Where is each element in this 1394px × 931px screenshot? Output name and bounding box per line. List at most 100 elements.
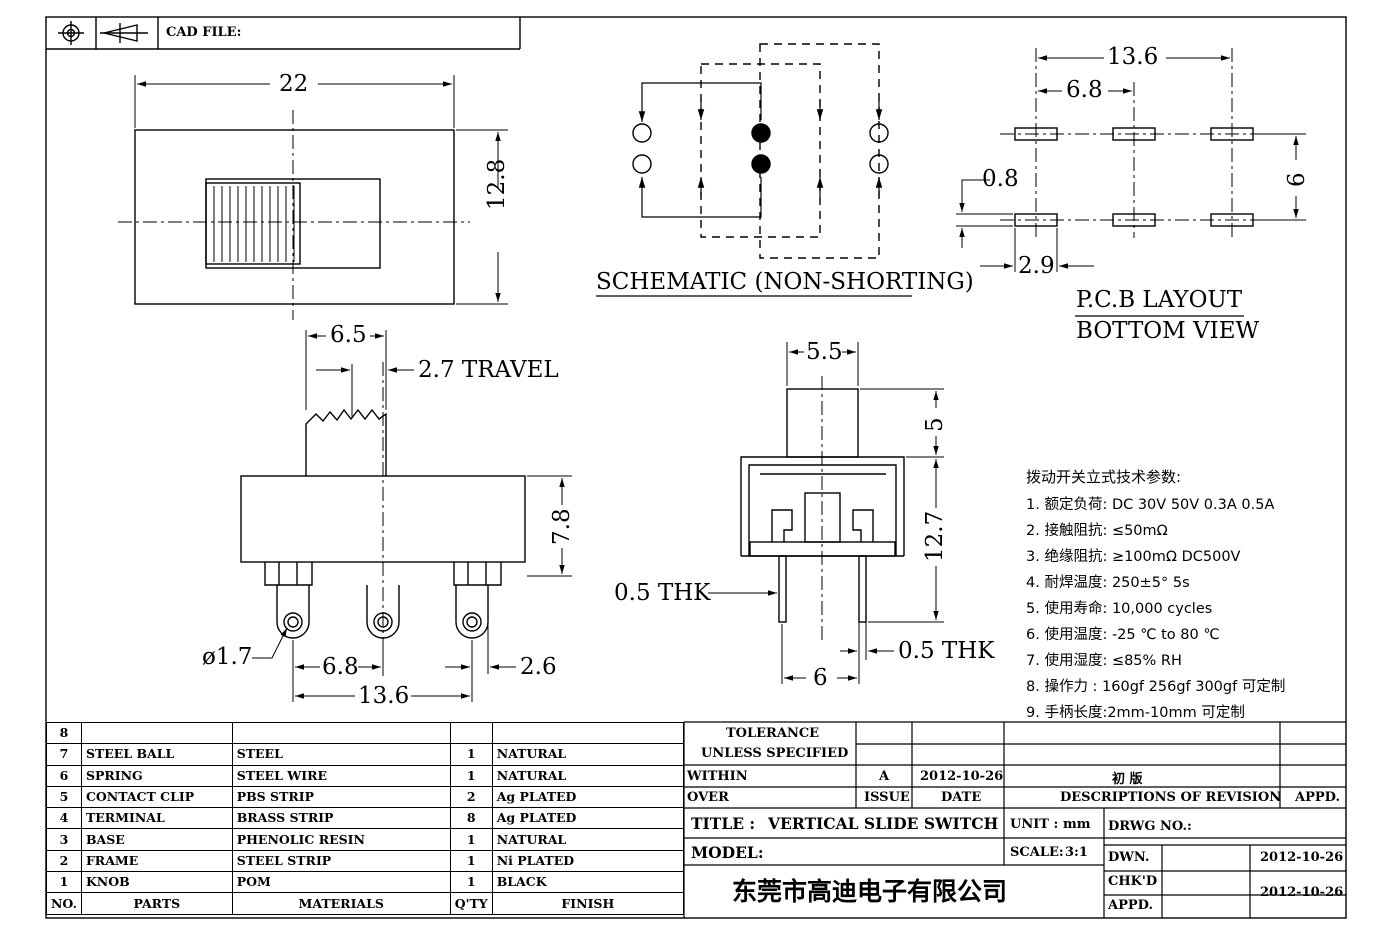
spec-item: 6. 使用温度: -25 ℃ to 80 ℃ — [1026, 627, 1220, 643]
bom-material — [231, 721, 451, 745]
bom-qty: 1 — [449, 849, 493, 873]
bom-no: 8 — [46, 721, 82, 745]
projection-symbol-icon — [58, 21, 148, 45]
contact-open — [869, 154, 889, 174]
pcb-dim-pad-height: 0.8 — [982, 166, 1019, 192]
bom-qty: 1 — [449, 871, 493, 894]
contact-open — [632, 123, 652, 143]
bom-finish: Ni PLATED — [491, 849, 685, 873]
dim-body-height: 7.8 — [549, 508, 575, 545]
sheet-border — [45, 16, 1347, 919]
title-value: VERTICAL SLIDE SWITCH — [768, 814, 999, 833]
bom-no: 6 — [46, 764, 82, 787]
dim-side-knob-height: 5 — [922, 417, 948, 432]
bom-part — [80, 721, 233, 745]
dim-pin-spacing: 6 — [813, 665, 828, 691]
spec-item: 2. 接触阻抗: ≤50mΩ — [1026, 523, 1168, 539]
pcb-title-line1: P.C.B LAYOUT — [1076, 287, 1243, 313]
bom-material: POM — [231, 871, 451, 894]
col-date: DATE — [941, 790, 982, 805]
bom-finish: NATURAL — [491, 764, 685, 787]
within-label: WITHIN — [687, 769, 748, 784]
col-issue: ISSUE — [864, 790, 910, 805]
bom-no: 3 — [46, 828, 82, 851]
pcb-dim-row: 6 — [1284, 172, 1310, 187]
bom-header-finish: FINISH — [491, 892, 685, 915]
bom-part: SPRING — [80, 764, 233, 787]
dim-side-knob-width: 5.5 — [806, 339, 843, 365]
bom-material: STEEL STRIP — [231, 849, 451, 873]
dim-width-22: 22 — [279, 71, 309, 97]
specs-title: 拨动开关立式技术参数: — [1026, 468, 1182, 486]
spec-item: 7. 使用湿度: ≤85% RH — [1026, 653, 1182, 669]
bom-part: CONTACT CLIP — [80, 785, 233, 809]
dim-thickness-left: 0.5 THK — [614, 580, 711, 606]
contact-open — [869, 123, 889, 143]
bom-no: 5 — [46, 785, 82, 809]
tolerance-label: TOLERANCE — [726, 726, 820, 741]
bom-part: KNOB — [80, 871, 233, 894]
dim-height-12-8: 12.8 — [484, 158, 510, 210]
spec-item: 8. 操作力 : 160gf 256gf 300gf 可定制 — [1026, 679, 1286, 695]
bom-no: 4 — [46, 807, 82, 830]
bom-finish: NATURAL — [491, 828, 685, 851]
dim-hole-diameter: ø1.7 — [202, 644, 253, 670]
bom-part: TERMINAL — [80, 807, 233, 830]
revision-date: 2012-10-26 — [920, 769, 1004, 784]
bom-header-material: MATERIALS — [231, 892, 451, 915]
drawn-date: 2012-10-26 — [1260, 850, 1344, 865]
checked-date: 2012-10-26 — [1260, 885, 1344, 900]
bom-part: BASE — [80, 828, 233, 851]
revision-description: 初 版 — [1112, 772, 1143, 787]
contact-common — [751, 123, 771, 143]
scale-label: SCALE: — [1010, 845, 1064, 860]
pcb-pad — [1112, 213, 1156, 227]
spec-item: 5. 使用寿命: 10,000 cycles — [1026, 601, 1213, 617]
drawn-label: DWN. — [1108, 850, 1150, 865]
header-block — [46, 17, 521, 50]
bom-qty: 1 — [449, 764, 493, 787]
bom-header-qty: Q'TY — [449, 892, 493, 915]
bom-part: FRAME — [80, 849, 233, 873]
pcb-pad — [1112, 127, 1156, 141]
bom-qty: 1 — [449, 828, 493, 851]
bom-header-part: PARTS — [80, 892, 233, 915]
front-view — [240, 330, 572, 702]
top-view — [118, 75, 508, 320]
spec-item: 4. 耐焊温度: 250±5° 5s — [1026, 575, 1190, 591]
unit-value: mm — [1063, 817, 1091, 832]
dim-thickness-right: 0.5 THK — [898, 638, 995, 664]
drawing-number-label: DRWG NO.: — [1108, 819, 1192, 834]
spec-item: 1. 额定负荷: DC 30V 50V 0.3A 0.5A — [1026, 497, 1275, 513]
cad-file-label: CAD FILE: — [166, 25, 242, 40]
dim-pin-edge: 2.6 — [520, 654, 557, 680]
bom-material: BRASS STRIP — [231, 807, 451, 830]
tolerance-sub-label: UNLESS SPECIFIED — [701, 746, 849, 761]
title-label: TITLE : — [691, 814, 756, 833]
bom-finish: NATURAL — [491, 743, 685, 766]
pcb-title-line2: BOTTOM VIEW — [1076, 318, 1260, 344]
bom-header-no: NO. — [46, 892, 82, 915]
schematic-diagram — [596, 43, 912, 297]
dim-pin-total: 13.6 — [358, 683, 410, 709]
bom-part: STEEL BALL — [80, 743, 233, 766]
scale-value: 3:1 — [1065, 845, 1088, 860]
pcb-pad — [1210, 127, 1254, 141]
dim-pin-pitch: 6.8 — [322, 654, 359, 680]
col-description: DESCRIPTIONS OF REVISION — [1060, 790, 1282, 805]
approved-label: APPD. — [1108, 898, 1153, 913]
bom-finish: Ag PLATED — [491, 807, 685, 830]
revision-issue: A — [879, 769, 890, 784]
pcb-dim-total: 13.6 — [1107, 44, 1159, 70]
bom-qty: 8 — [449, 807, 493, 830]
company-name: 东莞市高迪电子有限公司 — [732, 877, 1008, 906]
